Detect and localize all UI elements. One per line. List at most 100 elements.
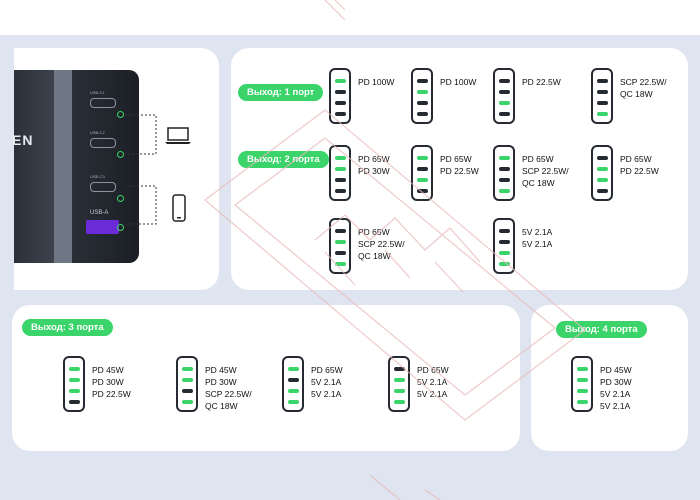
inactive-port-bar [499, 112, 510, 116]
port-usb-a-label: USB-A [90, 210, 109, 216]
inactive-port-bar [499, 90, 510, 94]
power-spec-label: QC 18W [522, 178, 555, 188]
power-spec-label: PD 22.5W [620, 166, 659, 176]
section-three-ports-label: Выход: 3 порта [22, 319, 113, 336]
active-port-bar [394, 378, 405, 382]
active-port-bar [69, 378, 80, 382]
port-diagram [493, 145, 515, 201]
power-spec-label: SCP 22.5W/ [620, 77, 667, 87]
power-spec-label: 5V 2.1A [311, 377, 342, 387]
inactive-port-bar [69, 400, 80, 404]
inactive-port-bar [499, 167, 510, 171]
power-spec-label: 5V 2.1A [311, 389, 342, 399]
inactive-port-bar [499, 178, 510, 182]
port-diagram [493, 68, 515, 124]
port-c3-label: USB-C3 [90, 174, 105, 179]
active-port-bar [577, 367, 588, 371]
inactive-port-bar [597, 156, 608, 160]
active-port-bar [182, 400, 193, 404]
active-port-bar [69, 389, 80, 393]
power-spec-label: PD 22.5W [440, 166, 479, 176]
inactive-port-bar [417, 167, 428, 171]
active-port-bar [499, 189, 510, 193]
phone-icon [172, 194, 186, 222]
active-port-bar [499, 101, 510, 105]
power-spec-label: PD 22.5W [92, 389, 131, 399]
inactive-port-bar [335, 178, 346, 182]
port-diagram [411, 145, 433, 201]
power-spec-label: PD 30W [205, 377, 237, 387]
port-diagram [329, 68, 351, 124]
brand-text: EN [12, 132, 34, 148]
inactive-port-bar [335, 189, 346, 193]
active-port-bar [597, 167, 608, 171]
port-c2-label: USB-C2 [90, 130, 105, 135]
led-2 [117, 151, 124, 158]
power-spec-label: SCP 22.5W/ [358, 239, 405, 249]
port-diagram [591, 145, 613, 201]
section-four-ports-label: Выход: 4 порта [556, 321, 647, 338]
power-spec-label: QC 18W [205, 401, 238, 411]
laptop-icon [165, 127, 191, 144]
active-port-bar [597, 112, 608, 116]
port-diagram [329, 145, 351, 201]
port-diagram [591, 68, 613, 124]
active-port-bar [417, 156, 428, 160]
active-port-bar [288, 400, 299, 404]
power-spec-label: PD 100W [440, 77, 477, 87]
inactive-port-bar [335, 112, 346, 116]
port-c1 [90, 98, 116, 108]
port-diagram [282, 356, 304, 412]
active-port-bar [182, 378, 193, 382]
active-port-bar [335, 156, 346, 160]
power-spec-label: PD 65W [440, 154, 472, 164]
power-spec-label: PD 100W [358, 77, 395, 87]
inactive-port-bar [417, 189, 428, 193]
port-c3 [90, 182, 116, 192]
inactive-port-bar [417, 101, 428, 105]
power-spec-label: QC 18W [620, 89, 653, 99]
power-spec-label: PD 30W [92, 377, 124, 387]
active-port-bar [182, 367, 193, 371]
active-port-bar [577, 400, 588, 404]
inactive-port-bar [417, 79, 428, 83]
active-port-bar [499, 262, 510, 266]
inactive-port-bar [499, 240, 510, 244]
active-port-bar [499, 156, 510, 160]
port-c1-label: USB-C1 [90, 90, 105, 95]
port-diagram [411, 68, 433, 124]
led-3 [117, 195, 124, 202]
power-spec-label: PD 65W [311, 365, 343, 375]
section-one-port-label: Выход: 1 порт [238, 84, 324, 101]
active-port-bar [69, 367, 80, 371]
active-port-bar [394, 400, 405, 404]
power-spec-label: 5V 2.1A [417, 377, 448, 387]
inactive-port-bar [394, 367, 405, 371]
active-port-bar [335, 167, 346, 171]
power-spec-label: PD 65W [620, 154, 652, 164]
power-spec-label: PD 30W [358, 166, 390, 176]
power-spec-label: SCP 22.5W/ [205, 389, 252, 399]
active-port-bar [288, 389, 299, 393]
active-port-bar [417, 90, 428, 94]
charger-image: EN USB-C1 USB-C2 USB-C3 USB-A [12, 70, 139, 263]
port-diagram [329, 218, 351, 274]
power-spec-label: 5V 2.1A [522, 227, 553, 237]
power-spec-label: PD 65W [358, 227, 390, 237]
power-spec-label: PD 30W [600, 377, 632, 387]
power-spec-label: PD 65W [358, 154, 390, 164]
active-port-bar [335, 79, 346, 83]
active-port-bar [335, 240, 346, 244]
power-spec-label: 5V 2.1A [600, 401, 631, 411]
led-4 [117, 224, 124, 231]
active-port-bar [499, 251, 510, 255]
active-port-bar [335, 262, 346, 266]
power-spec-label: PD 45W [92, 365, 124, 375]
active-port-bar [577, 378, 588, 382]
inactive-port-bar [335, 229, 346, 233]
inactive-port-bar [597, 90, 608, 94]
led-1 [117, 111, 124, 118]
inactive-port-bar [499, 229, 510, 233]
active-port-bar [394, 389, 405, 393]
port-diagram [176, 356, 198, 412]
